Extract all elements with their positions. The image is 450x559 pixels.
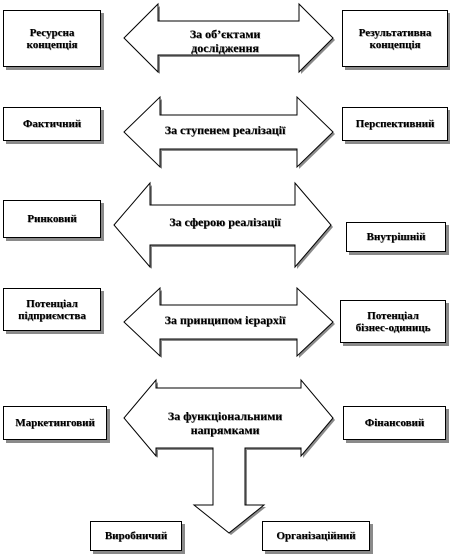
box-internal: Внутрішній (346, 222, 446, 252)
box-actual: Фактичний (3, 107, 101, 141)
box-financial: Фінансовий (343, 406, 446, 440)
arrow-label-functional: За функціональними напрямками (167, 409, 283, 437)
arrow-label-objects: За об’єктами дослідження (189, 27, 261, 55)
arrow-hierarchy (123, 286, 334, 358)
arrow-functional (123, 378, 334, 534)
box-market: Ринковий (3, 200, 101, 238)
box-production: Виробничий (90, 521, 182, 551)
box-organizational: Організаційний (262, 521, 370, 551)
box-result-concept: Результативна концепція (342, 10, 448, 67)
box-enterprise-potential: Потенціал підприємства (3, 288, 101, 331)
arrow-label-sphere: За сферою реалізації (169, 215, 281, 229)
arrow-degree (123, 95, 334, 169)
arrows (113, 2, 334, 534)
arrow-label-degree: За ступенем реалізації (164, 123, 286, 137)
arrow-label-hierarchy: За принципом ієрархії (164, 313, 286, 327)
arrow-objects (123, 2, 334, 74)
box-perspective: Перспективний (342, 107, 448, 141)
box-marketing: Маркетинговий (3, 406, 107, 440)
box-resource-concept: Ресурсна концепція (3, 10, 101, 67)
box-business-units-potential: Потенціал бізнес-одиниць (340, 300, 446, 343)
arrow-sphere (113, 181, 332, 269)
